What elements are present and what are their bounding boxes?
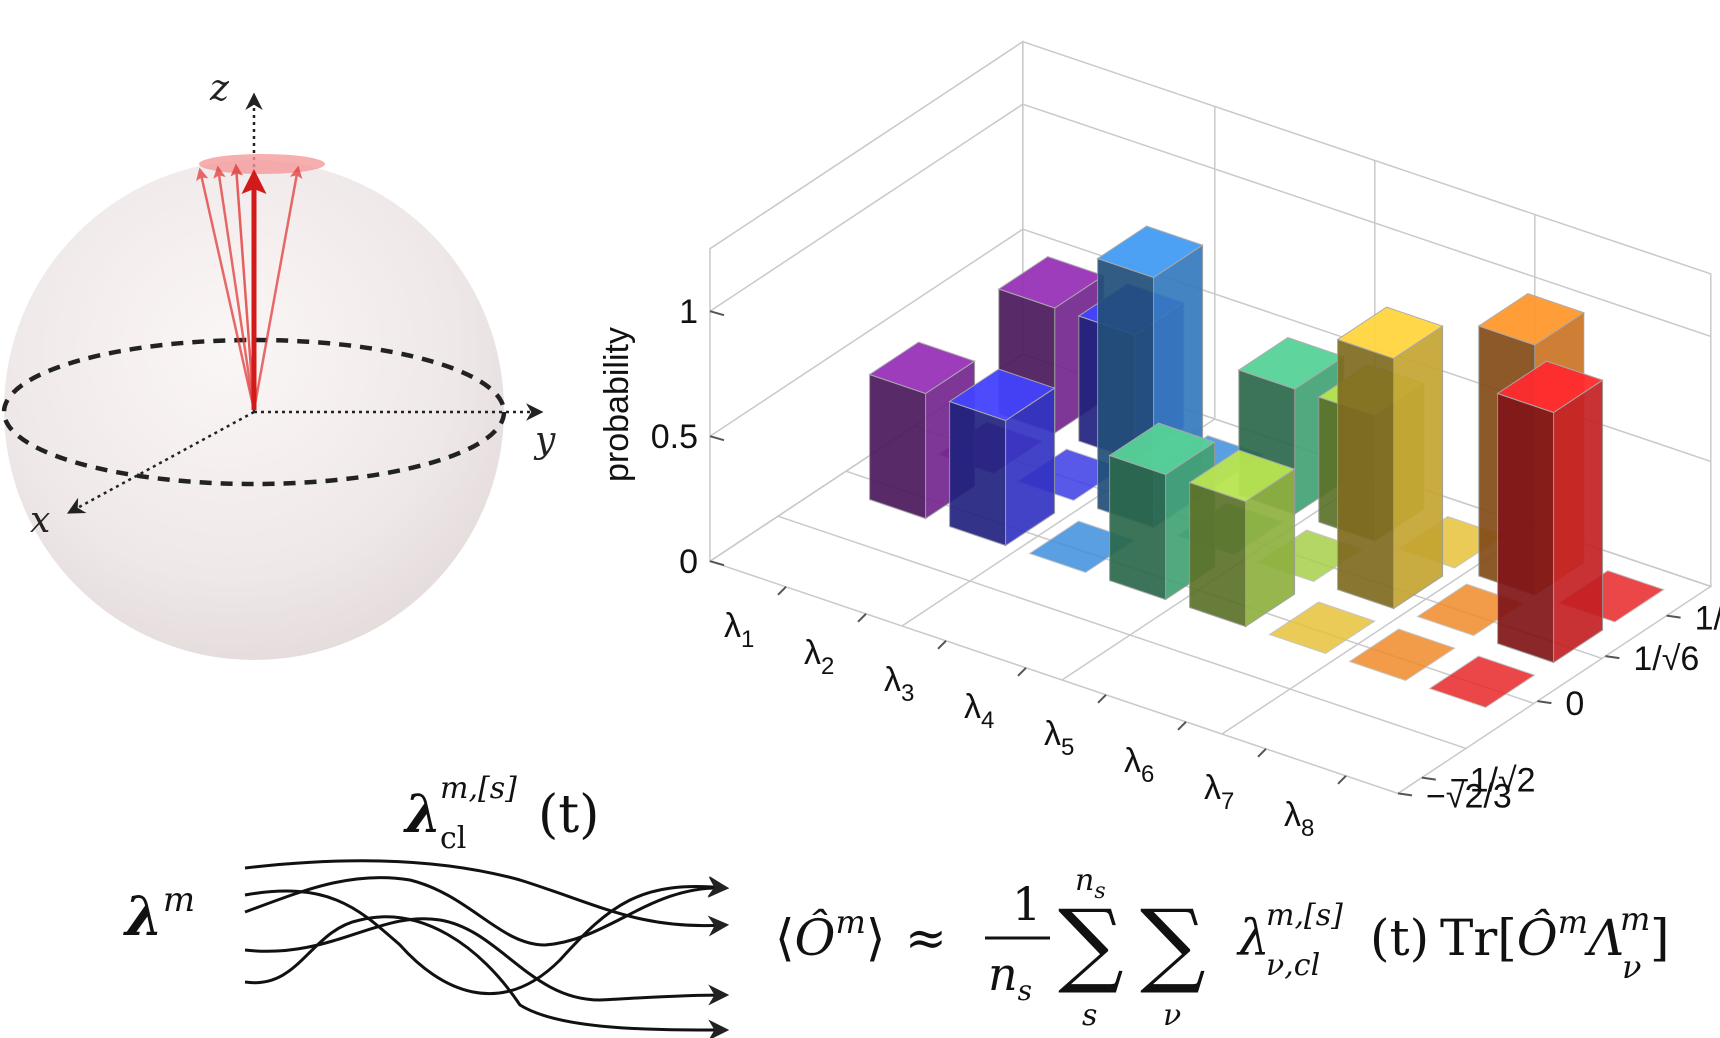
- z-tick-label-2: 1: [679, 293, 698, 331]
- state-vectors: [196, 163, 303, 411]
- bar-front-2: [949, 400, 1007, 547]
- bloch-sphere: z y x: [1, 68, 556, 660]
- y-tick-mark-3: [1605, 655, 1620, 660]
- x-tick-label-6: λ7: [1204, 769, 1234, 815]
- bar-front-1: [869, 373, 927, 520]
- x-tick-label-3: λ4: [964, 688, 994, 734]
- y-tick-label-0: −√2/3: [1426, 777, 1512, 815]
- bar-front-4: [1109, 454, 1167, 601]
- trajectory-3: [244, 917, 730, 1006]
- z-tick-mark-1: [709, 435, 725, 442]
- wall-gridline-1: [709, 103, 1712, 338]
- z-tick-mark-0: [709, 560, 725, 567]
- bar-8-23: [1428, 655, 1536, 709]
- bar-top-4: [1108, 422, 1216, 476]
- bar-6-13: [1336, 306, 1444, 610]
- bar-side-8: [1553, 379, 1604, 664]
- formula-sum-1-sup: ns: [1075, 863, 1106, 904]
- x-tick-mark-7: [1337, 775, 1347, 785]
- axis-label-z: z: [209, 68, 230, 109]
- formula-sum-1-sub: s: [1082, 998, 1097, 1033]
- formula-sum-2-sub: ν: [1163, 998, 1181, 1033]
- x-tick-mark-3: [1017, 667, 1027, 677]
- bar-front-8: [1497, 392, 1555, 664]
- bar-tile-6: [1268, 601, 1376, 655]
- y-tick-mark-0: [1397, 792, 1413, 797]
- bar-top-6: [1336, 306, 1444, 360]
- trajectories: [244, 859, 730, 1038]
- y-tick-mark-4: [1666, 614, 1681, 619]
- x-tick-label-5: λ6: [1124, 742, 1154, 788]
- trajectory-label: λ cl m,[s] (t): [403, 751, 599, 861]
- bar-top-5: [1188, 449, 1296, 503]
- y-tick-label-4: 1/√2: [1695, 600, 1720, 638]
- z-axis-label: probability: [598, 327, 636, 482]
- trajectory-1: [244, 859, 730, 937]
- formula-lambda-sub: ν: [1622, 948, 1641, 986]
- x-tick-label-7: λ8: [1284, 796, 1314, 842]
- formula-term: λ m,[s] ν,cl (t) Tr[ÔmΛ: [1236, 879, 1624, 987]
- bar-top-7: [1477, 293, 1585, 346]
- bar-top-1: [868, 341, 976, 395]
- bar-top-2: [948, 368, 1056, 422]
- equator-dashed: [1, 337, 507, 487]
- probability-bar-chart: probability 0 0.5 1 λ1 λ2 λ3 λ4 λ5 λ6 λ7 λ8 −√2/3−1…: [598, 40, 1720, 842]
- x-tick-label-4: λ5: [1044, 715, 1074, 761]
- chart-labels: probability 0 0.5 1 λ1 λ2 λ3 λ4 λ5 λ6 λ7 λ8 −√2/3−1…: [598, 293, 1720, 842]
- x-tick-mark-6: [1257, 748, 1267, 758]
- formula-close: ]: [1650, 909, 1670, 967]
- bar-top-8: [1496, 360, 1604, 414]
- bar-front-6: [1337, 338, 1395, 610]
- floor-gridline-0: [777, 515, 1467, 750]
- bar-tile-8: [1428, 655, 1536, 709]
- x-tick-label-0: λ1: [724, 607, 754, 653]
- axis-label-x: x: [30, 500, 50, 541]
- x-tick-mark-2: [937, 640, 947, 650]
- chart-bars: [868, 225, 1665, 709]
- x-tick-label-2: λ3: [884, 661, 914, 707]
- y-tick-mark-1: [1421, 776, 1436, 781]
- formula-lhs: ⟨Ôm⟩: [775, 903, 885, 967]
- bar-top-3: [1096, 225, 1204, 279]
- y-tick-mark-2: [1537, 700, 1552, 705]
- x-tick-mark-0: [777, 586, 787, 596]
- bar-8-15: [1496, 360, 1604, 664]
- bar-side-6: [1393, 325, 1444, 610]
- formula-frac-den: ns: [988, 947, 1032, 1007]
- bar-tile-7: [1348, 628, 1456, 682]
- trajectory-4: [244, 915, 730, 1038]
- expectation-formula: ⟨Ôm⟩ ≈ 1 ns ∑ ns s ∑ ν λ m,[s] ν,cl (t) …: [775, 863, 1670, 1033]
- z-tick-label-1: 0.5: [651, 418, 698, 456]
- z-tick-mark-2: [709, 310, 725, 317]
- trajectory-2: [244, 876, 730, 947]
- z-tick-label-0: 0: [679, 543, 698, 581]
- formula-approx: ≈: [905, 909, 947, 967]
- bar-5-20: [1188, 449, 1296, 628]
- x-tick-mark-4: [1097, 694, 1107, 704]
- x-tick-mark-1: [857, 613, 867, 623]
- formula-sum-2: ∑: [1140, 890, 1206, 997]
- trajectory-5: [244, 875, 730, 996]
- bar-6-21: [1268, 601, 1376, 655]
- y-tick-label-1: −1/√2: [1450, 762, 1536, 800]
- formula-frac-num: 1: [1012, 877, 1041, 931]
- x-tick-label-1: λ2: [804, 634, 834, 680]
- trajectory-section: λm λ cl m,[s] (t): [123, 751, 730, 1038]
- y-tick-label-2: 0: [1565, 685, 1584, 723]
- bar-7-22: [1348, 628, 1456, 682]
- formula-sum-1: ∑: [1058, 890, 1124, 997]
- x-tick-mark-5: [1177, 721, 1187, 731]
- lambda-m-label: λm: [123, 880, 195, 948]
- y-tick-label-3: 1/√6: [1633, 640, 1699, 678]
- bar-2-17: [948, 368, 1056, 547]
- bar-front-5: [1189, 481, 1247, 628]
- axis-label-y: y: [533, 420, 556, 461]
- formula-lambda-sup: m: [1620, 900, 1650, 938]
